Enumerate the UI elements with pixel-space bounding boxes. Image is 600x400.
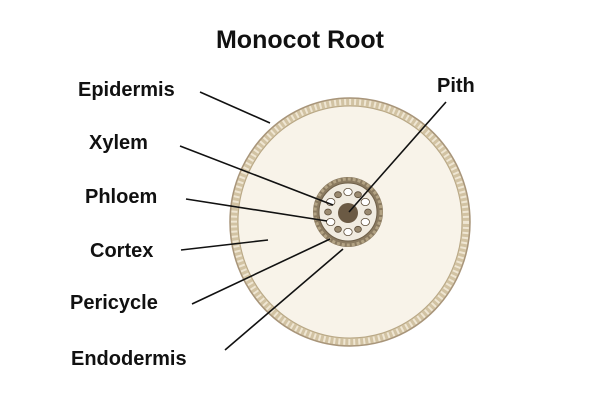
epidermis-leader	[199, 91, 271, 124]
cortex-leader	[180, 239, 269, 251]
phloem-patch	[334, 191, 342, 199]
label-cortex: Cortex	[90, 240, 154, 262]
endodermis-cells	[313, 177, 383, 247]
phloem-patch	[324, 208, 332, 216]
xylem-vessel	[326, 217, 336, 226]
phloem-patch	[354, 225, 362, 233]
xylem-vessel	[360, 217, 370, 226]
xylem-vessel	[343, 187, 353, 196]
phloem-patch	[364, 208, 372, 216]
pericycle-leader	[191, 238, 331, 305]
phloem-patch	[354, 191, 362, 199]
xylem-vessel	[360, 197, 370, 206]
label-endodermis: Endodermis	[71, 348, 187, 370]
xylem-leader	[179, 145, 334, 206]
label-phloem: Phloem	[85, 186, 158, 208]
epidermis-cells	[231, 99, 469, 345]
xylem-vessel	[343, 227, 353, 236]
pith-leader	[348, 101, 447, 213]
label-pith: Pith	[437, 75, 475, 97]
label-pericycle: Pericycle	[70, 292, 158, 314]
endodermis-leader	[224, 248, 344, 351]
vascular-bundles	[324, 187, 372, 236]
phloem-leader	[185, 198, 328, 222]
label-epidermis: Epidermis	[78, 79, 175, 101]
label-xylem: Xylem	[89, 132, 148, 154]
phloem-patch	[334, 225, 342, 233]
diagram-title: Monocot Root	[215, 26, 384, 54]
